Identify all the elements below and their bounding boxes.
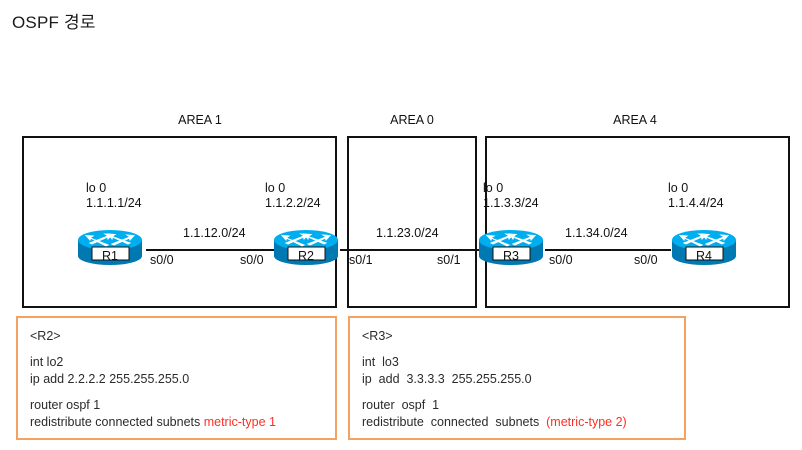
config-line-redistribute-r2: redistribute connected subnets metric-ty… (30, 414, 323, 431)
loopback-label-r3: lo 0 1.1.3.3/24 (483, 181, 539, 211)
loopback-ip-r2: 1.1.2.2/24 (265, 196, 321, 210)
config-line-redistribute-r3: redistribute connected subnets (metric-t… (362, 414, 672, 431)
config-spacer (362, 388, 672, 397)
router-icon-r3[interactable]: R3 (475, 228, 547, 268)
interface-label-r3-s0-1: s0/1 (437, 253, 461, 267)
config-spacer (30, 345, 323, 354)
loopback-label-r4: lo 0 1.1.4.4/24 (668, 181, 724, 211)
interface-label-r3-s0-0: s0/0 (549, 253, 573, 267)
config-box-r2: <R2> int lo2 ip add 2.2.2.2 255.255.255.… (16, 316, 337, 440)
loopback-label-r2: lo 0 1.1.2.2/24 (265, 181, 321, 211)
interface-label-r4-s0-0: s0/0 (634, 253, 658, 267)
area-box-1 (22, 136, 337, 308)
area-box-4 (485, 136, 790, 308)
config-redistribute-text-r3: redistribute connected subnets (362, 415, 547, 429)
network-label-1-1-23: 1.1.23.0/24 (376, 226, 439, 240)
config-spacer (362, 345, 672, 354)
loopback-ip-r4: 1.1.4.4/24 (668, 196, 724, 210)
loopback-if-r4: lo 0 (668, 181, 689, 195)
network-label-1-1-34: 1.1.34.0/24 (565, 226, 628, 240)
router-icon-r1[interactable]: R1 (74, 228, 146, 268)
config-header-r2: <R2> (30, 329, 61, 343)
area-box-0 (347, 136, 477, 308)
config-line-int-r3: int lo3 (362, 355, 399, 369)
link-line-r1-r2 (146, 249, 278, 251)
area-label-0: AREA 0 (390, 113, 434, 127)
config-box-r3: <R3> int lo3 ip add 3.3.3.3 255.255.255.… (348, 316, 686, 440)
loopback-label-r1: lo 0 1.1.1.1/24 (86, 181, 142, 211)
area-label-4: AREA 4 (613, 113, 657, 127)
network-label-1-1-12: 1.1.12.0/24 (183, 226, 246, 240)
interface-label-r2-s0-0: s0/0 (240, 253, 264, 267)
loopback-if-r3: lo 0 (483, 181, 504, 195)
link-line-r2-r3 (340, 249, 484, 251)
config-header-r3: <R3> (362, 329, 393, 343)
interface-label-r1-s0-0: s0/0 (150, 253, 174, 267)
config-line-int-r2: int lo2 (30, 355, 64, 369)
config-line-ipadd-r2: ip add 2.2.2.2 255.255.255.0 (30, 372, 190, 386)
config-line-ospf-r2: router ospf 1 (30, 398, 101, 412)
loopback-ip-r3: 1.1.3.3/24 (483, 196, 539, 210)
config-metric-type-r3: (metric-type 2) (546, 415, 627, 429)
interface-label-r2-s0-1: s0/1 (349, 253, 373, 267)
config-redistribute-text-r2: redistribute connected subnets (30, 415, 204, 429)
area-label-1: AREA 1 (178, 113, 222, 127)
page-title: OSPF 경로 (12, 13, 96, 32)
config-line-ipadd-r3: ip add 3.3.3.3 255.255.255.0 (362, 372, 532, 386)
link-line-r3-r4 (545, 249, 671, 251)
config-spacer (30, 388, 323, 397)
router-icon-r4[interactable]: R4 (668, 228, 740, 268)
config-line-ospf-r3: router ospf 1 (362, 398, 440, 412)
loopback-if-r1: lo 0 (86, 181, 107, 195)
router-icon-r2[interactable]: R2 (270, 228, 342, 268)
loopback-if-r2: lo 0 (265, 181, 286, 195)
config-metric-type-r2: metric-type 1 (203, 415, 276, 429)
loopback-ip-r1: 1.1.1.1/24 (86, 196, 142, 210)
